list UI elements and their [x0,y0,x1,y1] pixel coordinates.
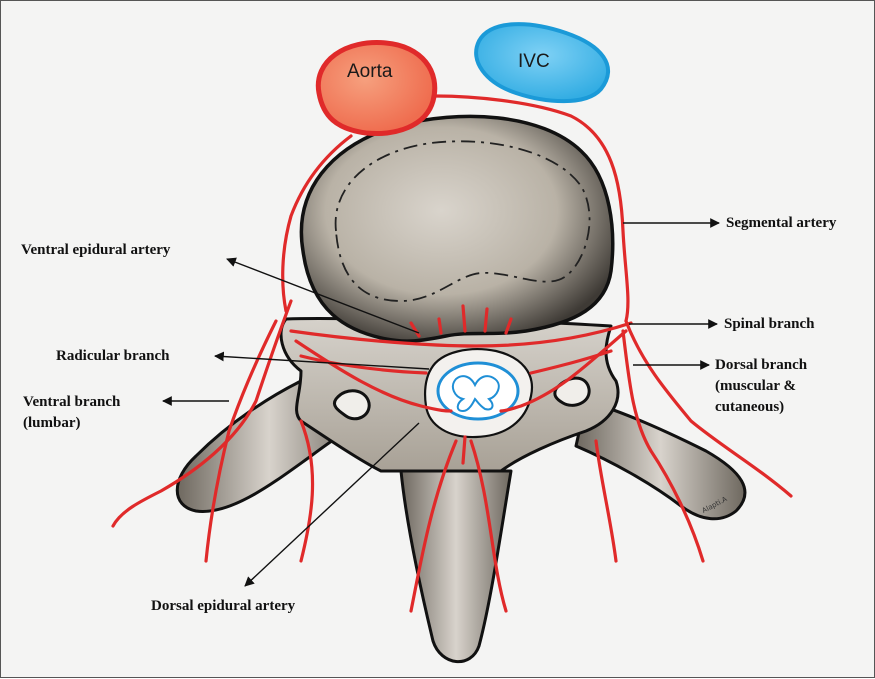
radicular-branch-label: Radicular branch [56,347,170,365]
dorsal-branch-label-line3: cutaneous) [715,398,784,416]
ventral-epidural-artery-label: Ventral epidural artery [21,241,170,259]
vertebral-body [301,116,612,341]
ventral-branch-label-line2: (lumbar) [23,414,81,432]
spinal-branch-label: Spinal branch [724,315,814,333]
spinous-process [401,471,511,662]
aorta-label: Aorta [347,61,392,83]
aorta [318,43,434,134]
ivc-label: IVC [518,51,550,73]
ventral-branch-label-line1: Ventral branch [23,393,120,411]
dorsal-branch-label-line1: Dorsal branch [715,356,807,374]
segmental-artery-label: Segmental artery [726,214,836,232]
dorsal-epidural-artery-label: Dorsal epidural artery [151,597,295,615]
dorsal-branch-label-line2: (muscular & [715,377,796,395]
